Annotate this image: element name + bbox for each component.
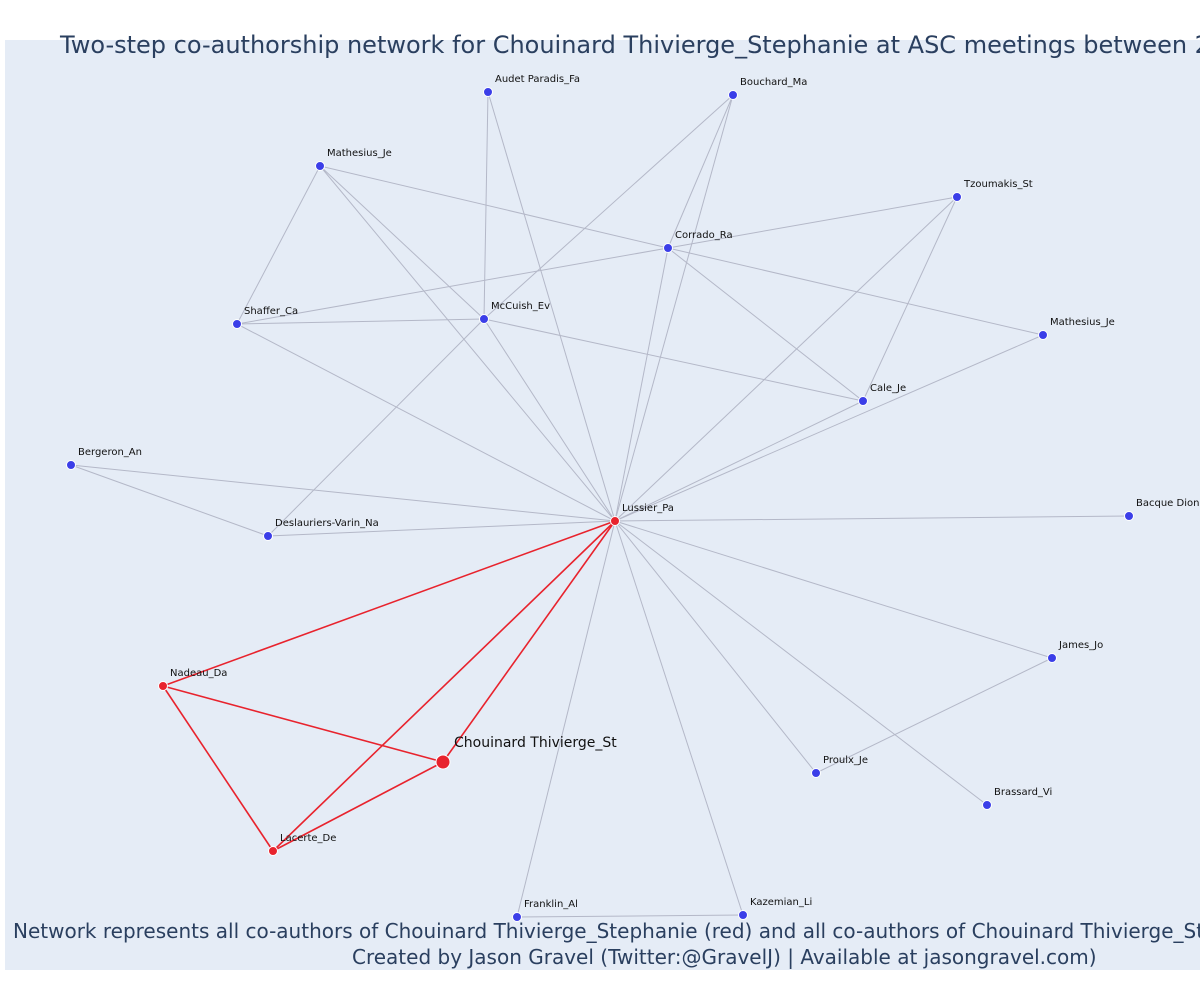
node-kazemian[interactable] <box>738 910 748 920</box>
node-label-mathesius2: Mathesius_Je <box>1050 317 1115 328</box>
node-cale[interactable] <box>858 396 868 406</box>
node-audet[interactable] <box>483 87 493 97</box>
edge-mathesius1-shaffer <box>236 165 321 325</box>
node-bacque[interactable] <box>1124 511 1134 521</box>
node-label-mccuish: McCuish_Ev <box>491 301 550 312</box>
node-mathesius2[interactable] <box>1038 330 1048 340</box>
node-label-audet: Audet Paradis_Fa <box>495 74 580 85</box>
edge-lussier-proulx <box>614 520 817 774</box>
node-label-james: James_Jo <box>1058 640 1103 651</box>
node-label-shaffer: Shaffer_Ca <box>244 306 298 317</box>
edge-chouinard-lacerte <box>272 761 444 852</box>
node-label-lacerte: Lacerte_De <box>280 833 336 844</box>
node-label-lussier: Lussier_Pa <box>622 503 674 514</box>
node-label-nadeau: Nadeau_Da <box>170 668 227 679</box>
labels-layer: Chouinard Thivierge_St Lussier_PaNadeau_D… <box>78 74 1199 910</box>
edge-lussier-brassard <box>614 520 988 806</box>
node-label-kazemian: Kazemian_Li <box>750 897 812 908</box>
node-mccuish[interactable] <box>479 314 489 324</box>
edge-lussier-mathesius1 <box>319 165 616 522</box>
node-corrado[interactable] <box>663 243 673 253</box>
edge-bouchard-mccuish <box>483 94 734 320</box>
node-lacerte[interactable] <box>268 846 278 856</box>
edge-lussier-mathesius2 <box>614 334 1044 522</box>
node-proulx[interactable] <box>811 768 821 778</box>
edge-lussier-bergeron <box>70 464 616 522</box>
node-label-chouinard: Chouinard Thivierge_St <box>454 735 617 751</box>
node-bouchard[interactable] <box>728 90 738 100</box>
node-label-mathesius1: Mathesius_Je <box>327 148 392 159</box>
edge-chouinard-lussier <box>442 520 616 763</box>
caption-line-2: Created by Jason Gravel (Twitter:@Gravel… <box>352 945 1097 969</box>
edge-lussier-mccuish <box>483 318 616 522</box>
edge-mathesius1-mccuish <box>319 165 485 320</box>
node-label-corrado: Corrado_Ra <box>675 230 733 241</box>
node-chouinard[interactable] <box>435 754 451 770</box>
edge-lussier-corrado <box>614 247 669 522</box>
node-nadeau[interactable] <box>158 681 168 691</box>
edge-lussier-tzoumakis <box>614 196 958 522</box>
edges-layer <box>70 91 1130 918</box>
edge-lussier-bouchard <box>614 94 734 522</box>
edge-mccuish-cale <box>483 318 864 402</box>
edge-mccuish-shaffer <box>236 318 485 325</box>
edge-lussier-shaffer <box>236 323 616 522</box>
edge-nadeau-lussier <box>162 520 616 687</box>
plot-area <box>5 40 1200 970</box>
chart-title: Two-step co-authorship network for Choui… <box>60 31 1200 59</box>
edge-lussier-cale <box>614 400 864 522</box>
node-mathesius1[interactable] <box>315 161 325 171</box>
edge-nadeau-lacerte <box>162 685 274 852</box>
edge-tzoumakis-cale <box>862 196 958 402</box>
node-tzoumakis[interactable] <box>952 192 962 202</box>
edge-lussier-audet <box>487 91 616 522</box>
edge-bouchard-corrado <box>667 94 734 249</box>
edge-lussier-kazemian <box>614 520 744 916</box>
edge-bergeron-deslauriers <box>70 464 269 537</box>
edge-james-proulx <box>815 657 1053 774</box>
caption-line-1: Network represents all co-authors of Cho… <box>13 919 1200 943</box>
node-label-bacque: Bacque Dion <box>1136 498 1199 509</box>
node-deslauriers[interactable] <box>263 531 273 541</box>
edge-mathesius1-corrado <box>319 165 669 249</box>
node-bergeron[interactable] <box>66 460 76 470</box>
node-label-bouchard: Bouchard_Ma <box>740 77 807 88</box>
edge-lussier-bacque <box>614 515 1130 522</box>
edge-lacerte-lussier <box>272 520 616 852</box>
node-brassard[interactable] <box>982 800 992 810</box>
node-label-brassard: Brassard_Vi <box>994 787 1052 798</box>
node-label-deslauriers: Deslauriers-Varin_Na <box>275 518 379 529</box>
edge-chouinard-nadeau <box>162 685 444 763</box>
edge-corrado-shaffer <box>236 247 669 325</box>
node-label-bergeron: Bergeron_An <box>78 447 142 458</box>
edge-corrado-cale <box>667 247 864 402</box>
node-franklin[interactable] <box>512 912 522 922</box>
node-label-proulx: Proulx_Je <box>823 755 868 766</box>
node-label-franklin: Franklin_Al <box>524 899 578 910</box>
edge-franklin-kazemian <box>516 914 744 918</box>
edge-lussier-deslauriers <box>267 520 616 537</box>
node-lussier[interactable] <box>610 516 620 526</box>
node-label-tzoumakis: Tzoumakis_St <box>963 179 1033 190</box>
node-shaffer[interactable] <box>232 319 242 329</box>
edge-lussier-james <box>614 520 1053 659</box>
node-label-cale: Cale_Je <box>870 383 906 394</box>
edge-mccuish-deslauriers <box>267 318 485 537</box>
edge-corrado-mathesius2 <box>667 247 1044 336</box>
edge-corrado-tzoumakis <box>667 196 958 249</box>
node-james[interactable] <box>1047 653 1057 663</box>
nodes-layer <box>66 87 1134 922</box>
edge-lussier-franklin <box>516 520 616 918</box>
